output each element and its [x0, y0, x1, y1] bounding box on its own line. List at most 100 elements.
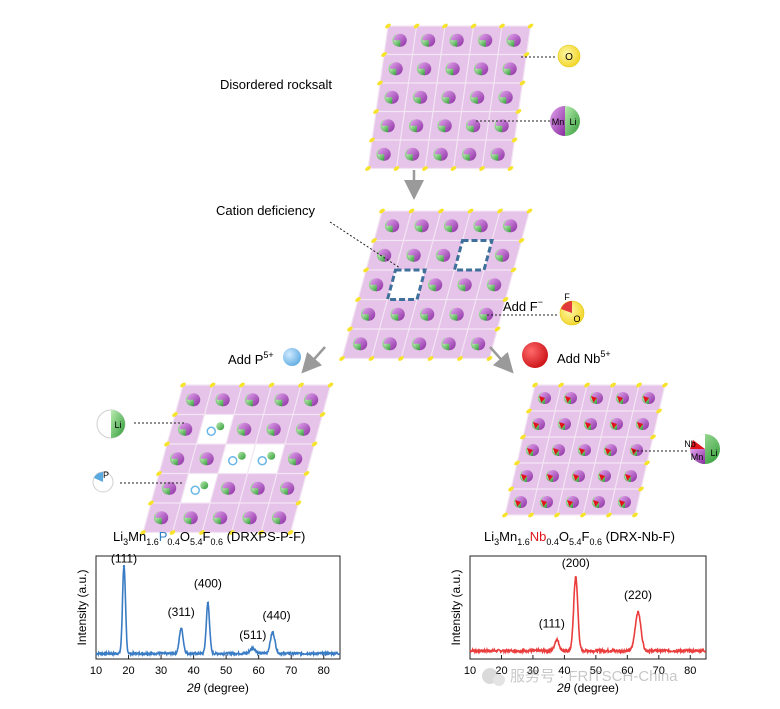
o-atom	[172, 412, 178, 417]
p-ion	[257, 456, 267, 466]
watermark-text: 服务号 · FRITSCH-China	[510, 668, 678, 685]
pointer-cation-deficiency	[329, 221, 401, 269]
mn-li-atom	[384, 219, 400, 233]
nb-mn-li-atom	[577, 444, 591, 456]
mn-li-atom	[411, 337, 427, 351]
peak-label: (311)	[168, 605, 195, 619]
nb-mn-li-atom	[551, 444, 565, 456]
o-atom	[584, 382, 590, 388]
x-tick-label: 50	[590, 665, 602, 677]
o-atom	[632, 512, 638, 518]
o-atom	[526, 208, 533, 214]
lattice-line	[230, 384, 273, 533]
p-ion	[190, 485, 200, 495]
mn-li-atom	[244, 393, 260, 407]
o-atom	[494, 326, 501, 332]
lattice-line	[452, 25, 475, 169]
mn-li-atom	[412, 90, 428, 104]
legend-li-label: Li	[569, 117, 576, 127]
nb-mn-li-atom	[609, 418, 623, 430]
o-atom	[199, 530, 205, 535]
o-atom	[457, 356, 463, 361]
o-atom	[363, 267, 369, 273]
mn-li-atom	[457, 278, 472, 292]
mn-li-atom	[279, 481, 295, 495]
cation-vacancy	[385, 268, 427, 301]
mn-li-atom	[295, 422, 311, 436]
mn-li-atom	[445, 62, 460, 76]
o-atom	[438, 208, 444, 214]
o-atom	[228, 530, 235, 535]
o-atom	[518, 238, 525, 243]
mn-li-atom	[502, 62, 517, 76]
nb-mn-li-atom	[557, 418, 571, 430]
x-axis-label: 2θ (degree)	[186, 681, 249, 695]
p-ion	[228, 456, 238, 466]
mn-li-site-icon	[550, 106, 580, 136]
mn-li-atom	[443, 219, 459, 233]
o-atom	[347, 326, 353, 332]
peak-label: (400)	[194, 576, 222, 590]
o-atom	[511, 137, 518, 143]
peak-label: (200)	[562, 556, 590, 570]
o-atom	[239, 382, 245, 388]
mn-li-atom	[502, 219, 518, 233]
o-atom	[422, 166, 428, 171]
mn-li-atom	[486, 278, 502, 292]
o-atom	[450, 166, 457, 171]
o-atom	[295, 500, 302, 506]
mn-li-atom	[465, 119, 481, 133]
o-atom	[502, 512, 508, 518]
mn-li-atom	[506, 33, 521, 47]
li-ion	[267, 451, 276, 460]
mn-li-atom	[376, 248, 392, 262]
legend-f-label: F	[564, 292, 570, 302]
o-atom	[368, 356, 375, 361]
lattice-line	[289, 384, 332, 533]
li-ion	[216, 422, 225, 431]
legend-o-label: O	[565, 52, 573, 63]
mn-li-atom	[494, 248, 510, 262]
mn-li-atom	[416, 62, 432, 76]
plot-frame	[95, 555, 341, 660]
o-atom	[507, 166, 514, 171]
mn-li-atom	[236, 422, 252, 436]
o-atom	[287, 530, 294, 535]
nb-mn-li-atom	[635, 418, 649, 430]
mn-li-atom	[441, 90, 456, 104]
nb-mn-li-atom	[615, 392, 629, 404]
mn-li-atom	[390, 307, 405, 321]
mn-li-atom	[250, 481, 265, 495]
lattice-line	[481, 25, 503, 169]
x-tick-label: 70	[285, 665, 297, 677]
o-atom	[644, 460, 650, 466]
lattice-line	[509, 25, 532, 169]
p-ion-icon	[283, 348, 301, 366]
nb-mn-li-atom	[641, 392, 655, 404]
x-tick-label: 10	[90, 665, 102, 677]
nb-mn-li-atom	[589, 392, 603, 404]
li-ion	[200, 481, 209, 490]
nb-mn-li-atom	[571, 470, 585, 482]
legend-mn-label: Mn	[552, 117, 565, 127]
mn-li-atom	[266, 422, 281, 436]
mn-li-atom	[435, 248, 451, 262]
peak-label: (511)	[239, 628, 266, 642]
lattice-line	[429, 210, 472, 359]
o-atom	[180, 382, 186, 388]
o-atom	[327, 382, 334, 388]
lattice-line	[608, 384, 640, 516]
li-ion	[237, 451, 246, 460]
mn-li-atom	[414, 219, 429, 233]
legend-mn-nb-label: Mn	[691, 452, 704, 462]
o-atom	[515, 109, 522, 114]
mn-li-atom	[470, 337, 486, 351]
lattice-disordered-rocksalt	[365, 23, 534, 171]
xrd-peak-point	[555, 638, 559, 641]
lattice-line	[459, 210, 501, 359]
lattice-line	[142, 384, 184, 533]
